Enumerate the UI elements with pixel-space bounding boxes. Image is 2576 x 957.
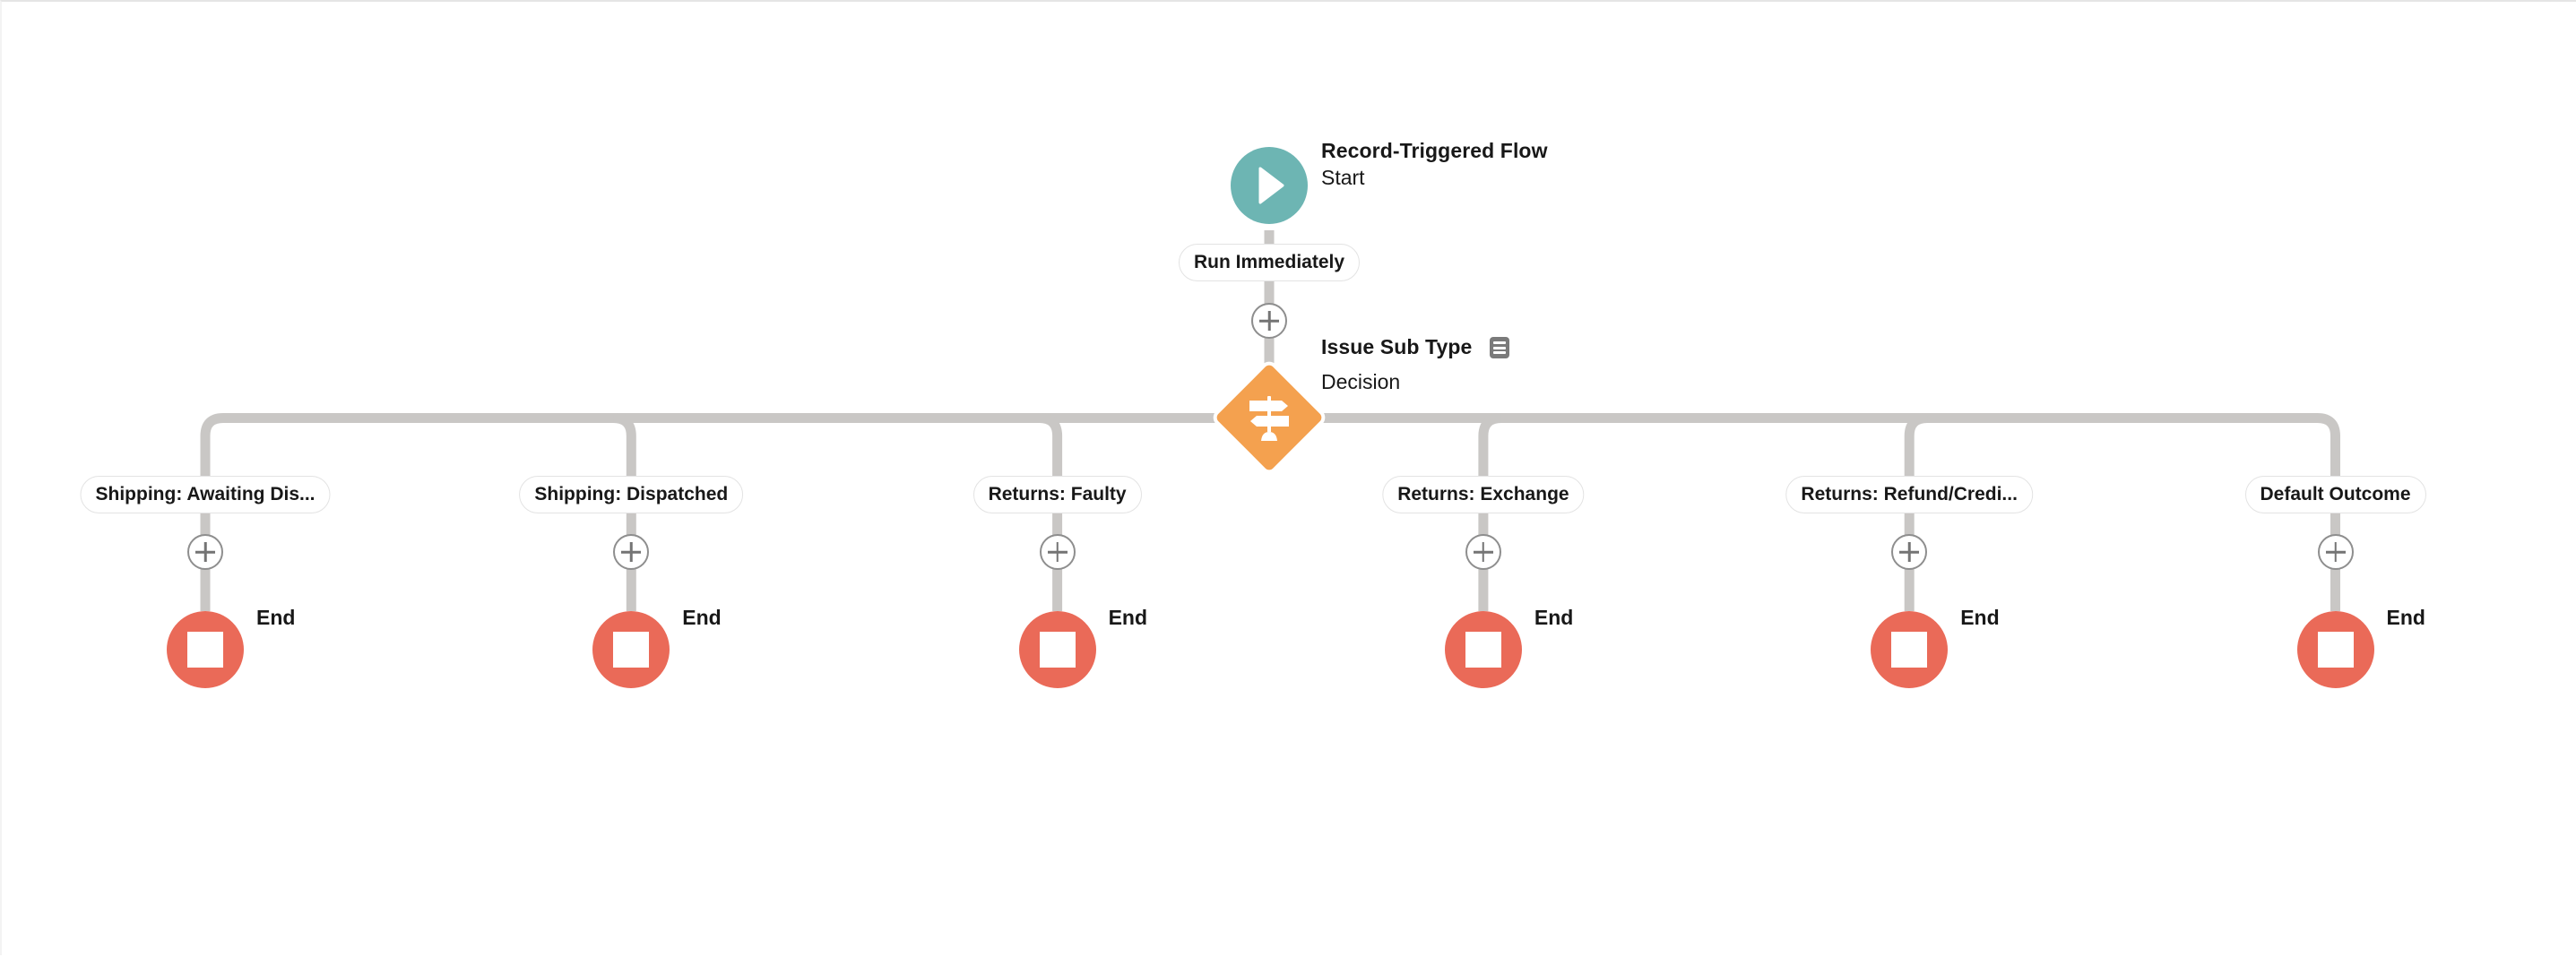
outcome-label[interactable]: Returns: Exchange <box>1382 476 1585 513</box>
start-node-subtitle: Start <box>1321 166 1365 189</box>
connector-outcome-3 <box>1039 413 1063 476</box>
add-element-button[interactable] <box>613 534 650 570</box>
end-node[interactable] <box>592 611 670 688</box>
connector-outcome-2 <box>612 413 636 476</box>
start-node[interactable] <box>1231 147 1308 224</box>
run-immediately-path-label[interactable]: Run Immediately <box>1178 244 1361 281</box>
end-node[interactable] <box>1018 611 1096 688</box>
end-node-label: End <box>682 606 722 629</box>
decision-node-title: Issue Sub Type <box>1321 335 1473 358</box>
add-element-button[interactable] <box>187 534 223 570</box>
stop-icon <box>2317 632 2354 668</box>
outcome-label[interactable]: Shipping: Awaiting Dis... <box>80 476 331 513</box>
end-node-label: End <box>1534 606 1574 629</box>
add-element-button[interactable] <box>1891 534 1928 570</box>
stop-icon <box>1465 632 1501 668</box>
signpost-icon <box>1249 396 1289 441</box>
start-node-title: Record-Triggered Flow <box>1321 139 1548 162</box>
stop-icon <box>1891 632 1928 668</box>
add-element-button[interactable] <box>1465 534 1501 570</box>
connector-outcome-5 <box>1904 413 1928 476</box>
description-icon[interactable] <box>1490 337 1509 358</box>
connector-outcome-4 <box>1478 413 1502 476</box>
stop-icon <box>1039 632 1076 668</box>
outcome-label[interactable]: Shipping: Dispatched <box>519 476 744 513</box>
outcome-label[interactable]: Returns: Faulty <box>972 476 1142 513</box>
outcome-label[interactable]: Default Outcome <box>2244 476 2426 513</box>
end-node-label: End <box>1108 606 1148 629</box>
end-node[interactable] <box>2296 611 2374 688</box>
add-element-button[interactable] <box>1039 534 1076 570</box>
outcome-label[interactable]: Returns: Refund/Credi... <box>1785 476 2033 513</box>
add-element-button[interactable] <box>1251 303 1287 339</box>
end-node[interactable] <box>1871 611 1949 688</box>
end-node-label: End <box>2386 606 2425 629</box>
end-node[interactable] <box>167 611 244 688</box>
stop-icon <box>187 632 223 668</box>
add-element-button[interactable] <box>2317 534 2354 570</box>
end-node-label: End <box>1960 606 2000 629</box>
stop-icon <box>613 632 650 668</box>
decision-node-subtitle: Decision <box>1321 370 1401 393</box>
play-icon <box>1258 167 1284 204</box>
end-node-label: End <box>256 606 296 629</box>
end-node[interactable] <box>1444 611 1522 688</box>
